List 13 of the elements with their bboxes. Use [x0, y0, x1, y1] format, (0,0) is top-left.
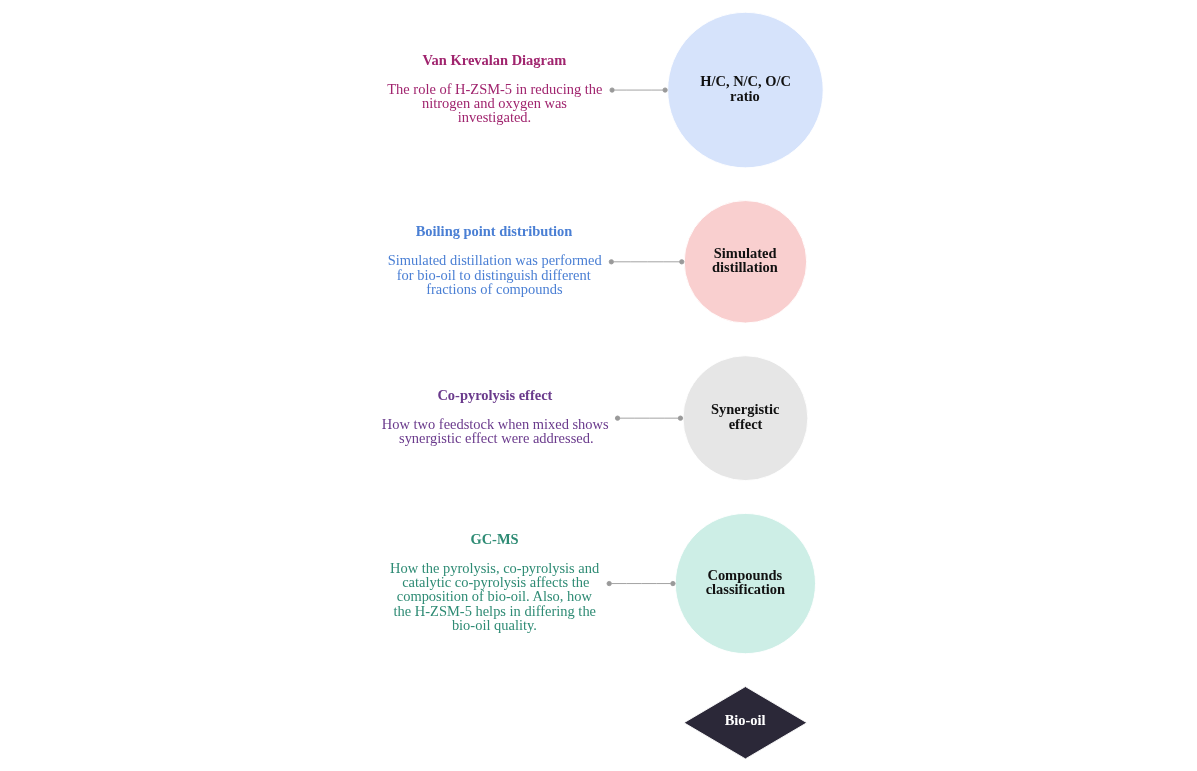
connector	[606, 580, 676, 587]
node-text: Co-pyrolysis effect How two feedstock when mixed shows synergistic effect were addressed.	[381, 386, 609, 447]
connector	[608, 87, 668, 93]
node-text: GC-MS How the pyrolysis, co-pyrolysis and catalytic co-pyrolysis affects the composition of bio-oil. Also, how the H-ZSM-5 helps in differing the bio-oil quality.	[389, 530, 599, 634]
node-text: Van Krevalan Diagram The role of H-ZSM-5 in reducing the nitrogen and oxygen was investigated.	[386, 51, 602, 126]
node-text: Boiling point distribution Simulated distillation was performed for bio-oil to distinguish different fractions of compounds	[387, 223, 602, 298]
node-circle: Compounds classification	[674, 513, 816, 655]
node-diamond: Bio-oil	[683, 686, 807, 760]
connector	[608, 259, 684, 265]
connector	[614, 415, 683, 421]
node-circle: Simulated distillation	[683, 200, 807, 324]
node-circle: H/C, N/C, O/C ratio	[666, 11, 824, 169]
node-circle: Synergistic effect	[682, 355, 808, 482]
